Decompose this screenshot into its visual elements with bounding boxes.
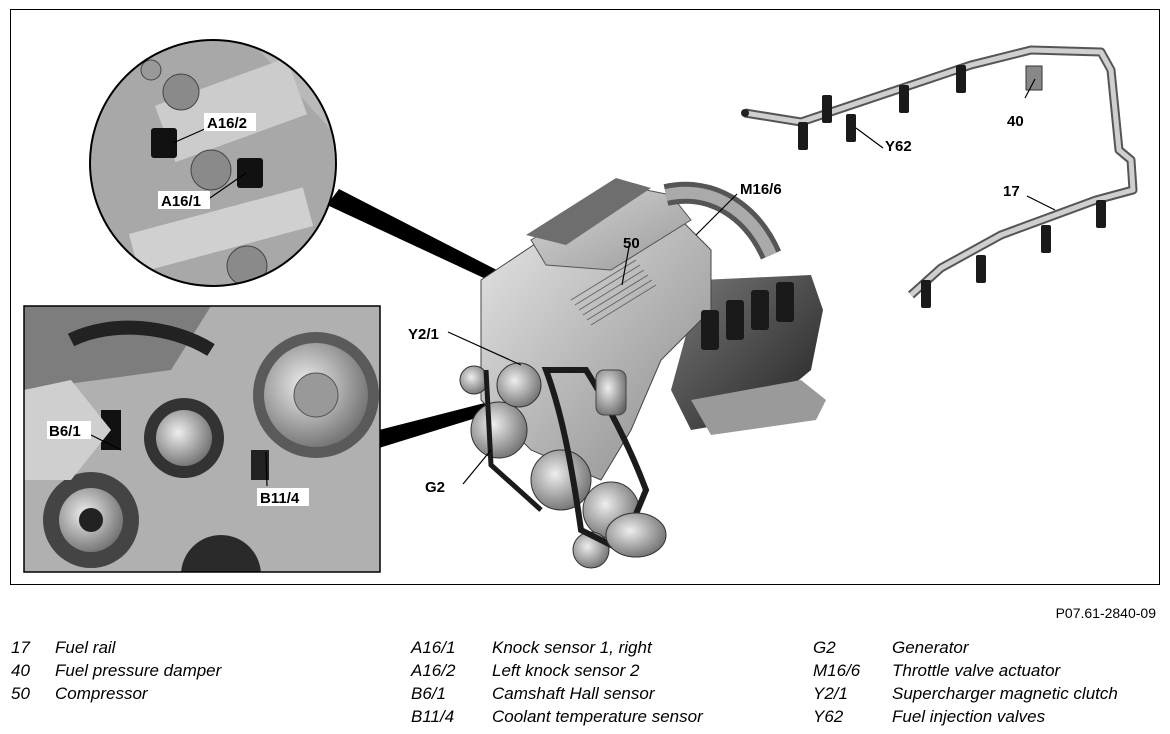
engine-illustration: A16/2 A16/1 M16/6 50 Y62 40 17 Y2/1 B6/1…: [23, 39, 1138, 573]
callout-labels: A16/2 A16/1 M16/6 50 Y62 40 17 Y2/1 B6/1…: [47, 113, 1024, 507]
knock-sensor-inset: [89, 39, 337, 287]
figure-id: P07.61-2840-09: [1055, 605, 1156, 621]
engine-figure: A16/2 A16/1 M16/6 50 Y62 40 17 Y2/1 B6/1…: [10, 9, 1160, 585]
callout-40: 40: [1007, 113, 1024, 130]
legend-desc: Fuel injection valves: [892, 707, 1046, 726]
callout-b11-4: B11/4: [260, 490, 300, 507]
leader-lines: [90, 78, 1056, 487]
legend-item: 17 Fuel rail: [11, 636, 221, 659]
callout-y62: Y62: [885, 138, 912, 155]
legend-code: A16/1: [411, 638, 456, 657]
legend-desc: Supercharger magnetic clutch: [892, 684, 1118, 703]
legend-item: 50 Compressor: [11, 682, 221, 705]
legend-column: G2 Generator M16/6 Throttle valve actuator…: [813, 636, 1118, 728]
legend-item: B11/4 Coolant temperature sensor: [411, 705, 703, 728]
legend-desc: Left knock sensor 2: [492, 661, 640, 680]
callout-50: 50: [623, 235, 640, 252]
legend-code: 40: [11, 661, 30, 680]
legend-desc: Knock sensor 1, right: [492, 638, 652, 657]
legend-desc: Fuel pressure damper: [55, 661, 222, 680]
callout-g2: G2: [425, 479, 445, 496]
legend-column: 17 Fuel rail 40 Fuel pressure damper 50 Com…: [11, 636, 221, 705]
legend-item: Y62 Fuel injection valves: [813, 705, 1118, 728]
callout-m16-6: M16/6: [740, 181, 782, 198]
legend-desc: Coolant temperature sensor: [492, 707, 703, 726]
legend-desc: Generator: [892, 638, 969, 657]
legend-code: Y62: [813, 707, 844, 726]
legend-code: G2: [813, 638, 836, 657]
callout-a16-1: A16/1: [161, 193, 201, 210]
legend-code: B6/1: [411, 684, 446, 703]
legend-item: 40 Fuel pressure damper: [11, 659, 221, 682]
legend-item: A16/1 Knock sensor 1, right: [411, 636, 703, 659]
legend-code: M16/6: [813, 661, 861, 680]
callout-b6-1: B6/1: [49, 423, 81, 440]
callout-a16-2: A16/2: [207, 115, 247, 132]
legend-item: Y2/1 Supercharger magnetic clutch: [813, 682, 1118, 705]
legend-item: M16/6 Throttle valve actuator: [813, 659, 1118, 682]
legend-desc: Throttle valve actuator: [892, 661, 1061, 680]
legend-code: 50: [11, 684, 30, 703]
legend-column: A16/1 Knock sensor 1, right A16/2 Left kno…: [411, 636, 703, 728]
legend-code: Y2/1: [813, 684, 848, 703]
legend-item: G2 Generator: [813, 636, 1118, 659]
front-pulley-inset: [23, 305, 381, 573]
fuel-rail-image: [741, 45, 1138, 308]
legend-desc: Camshaft Hall sensor: [492, 684, 655, 703]
legend-code: A16/2: [411, 661, 456, 680]
callout-y2-1: Y2/1: [408, 326, 439, 343]
legend-code: 17: [11, 638, 30, 657]
legend-item: B6/1 Camshaft Hall sensor: [411, 682, 703, 705]
legend-code: B11/4: [411, 707, 455, 726]
legend-item: A16/2 Left knock sensor 2: [411, 659, 703, 682]
legend-desc: Fuel rail: [55, 638, 116, 657]
legend-desc: Compressor: [55, 684, 148, 703]
callout-17: 17: [1003, 183, 1020, 200]
engine-main-image: [459, 178, 826, 569]
